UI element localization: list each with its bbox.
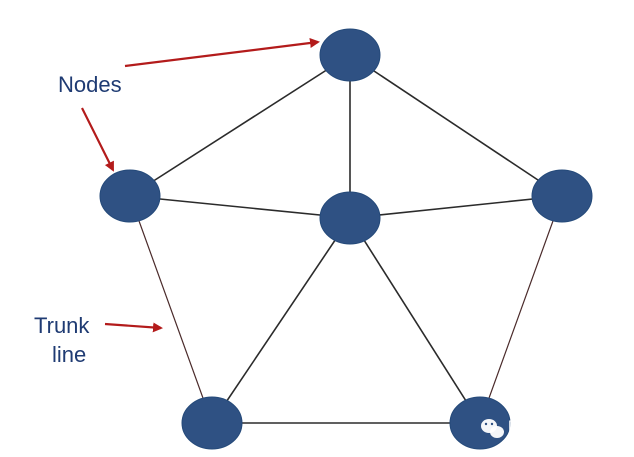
wechat-icon	[481, 419, 504, 438]
edge-left-center	[129, 195, 351, 219]
edge-center-bottomright	[349, 217, 481, 424]
edge-right-bottomright	[479, 195, 563, 424]
arrow-to-top-node	[124, 38, 320, 68]
edge-top-left	[129, 54, 351, 197]
node-top	[319, 28, 381, 82]
node-bottom-left	[181, 396, 243, 450]
watermark-text: 网络技术联盟站	[508, 420, 606, 436]
edges	[129, 54, 563, 424]
node-right	[531, 169, 593, 223]
edge-center-bottomleft	[211, 217, 351, 424]
annotation-arrows	[81, 38, 320, 333]
edge-top-right	[349, 54, 563, 197]
node-bottom-right	[449, 396, 511, 450]
trunk-line-label-1: Trunk	[34, 313, 90, 338]
node-center	[319, 191, 381, 245]
arrow-to-left-node	[81, 107, 114, 172]
trunk-line-label-2: line	[52, 342, 86, 367]
node-left	[99, 169, 161, 223]
edge-right-center	[349, 195, 563, 219]
watermark: 网络技术联盟站	[481, 419, 606, 438]
nodes-label: Nodes	[58, 72, 122, 97]
nodes	[99, 28, 593, 450]
edge-left-bottomleft	[129, 195, 213, 424]
arrow-to-trunk-line	[104, 322, 163, 333]
